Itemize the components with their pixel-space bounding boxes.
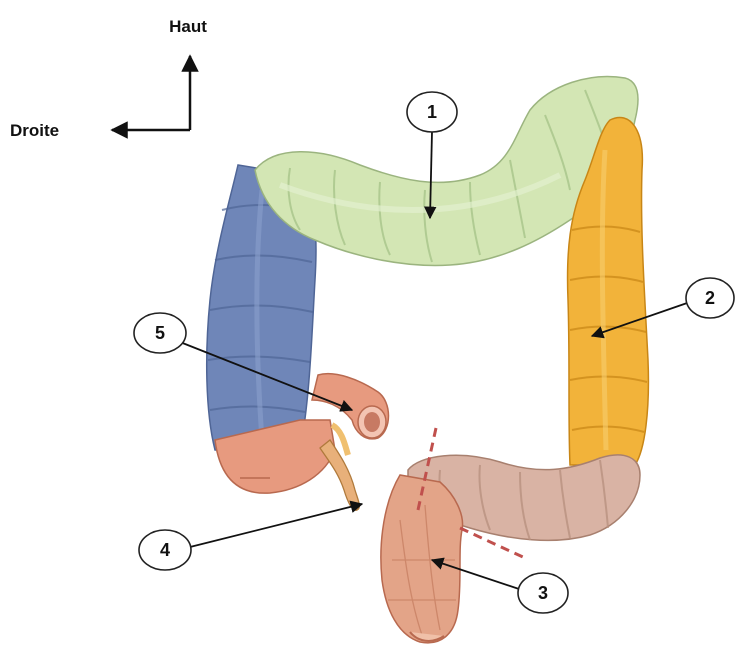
rectum	[381, 475, 463, 643]
callout-1-number: 1	[427, 102, 437, 122]
orientation-right-label: Droite	[10, 121, 59, 140]
orientation-up-label: Haut	[169, 17, 207, 36]
callout-5: 5	[134, 313, 186, 353]
callout-4-number: 4	[160, 540, 170, 560]
callout-2: 2	[686, 278, 734, 318]
callout-5-number: 5	[155, 323, 165, 343]
callout-3-number: 3	[538, 583, 548, 603]
leader-4	[190, 504, 362, 547]
callout-4: 4	[139, 530, 191, 570]
callout-3: 3	[518, 573, 568, 613]
callout-1: 1	[407, 92, 457, 132]
orientation-indicator: Haut Droite	[10, 17, 207, 140]
callout-2-number: 2	[705, 288, 715, 308]
